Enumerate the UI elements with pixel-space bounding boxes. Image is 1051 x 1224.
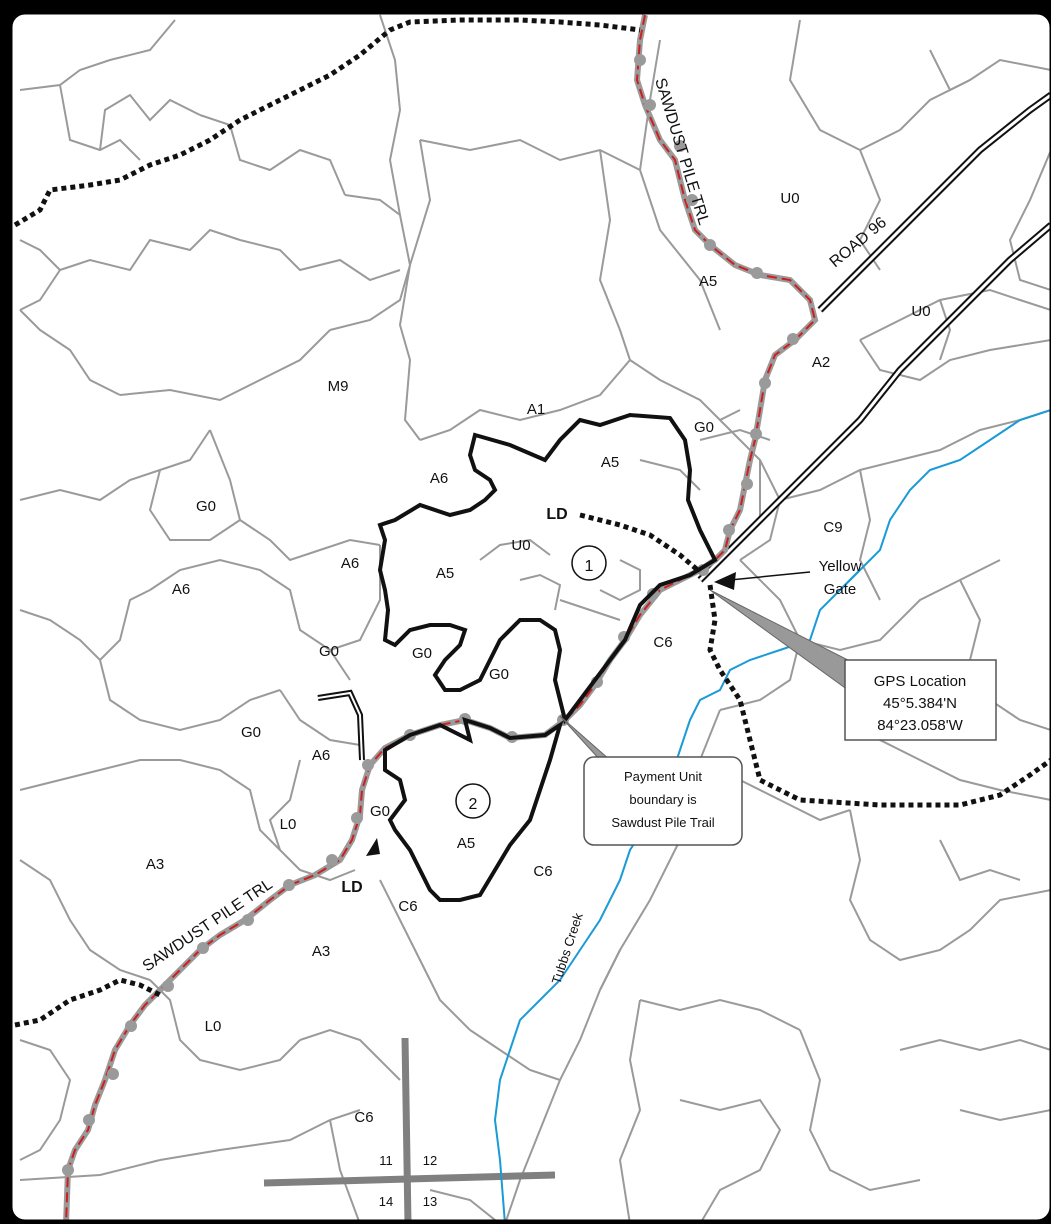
stand-label: A5 [601,454,619,471]
gate-label-line2: Gate [824,581,857,598]
stand-label: G0 [370,803,390,820]
section-label-13: 13 [423,1194,437,1209]
section-lines [263,1037,556,1221]
gate-arrow [714,571,811,590]
stand-label: U0 [911,303,930,320]
stand-label: A3 [146,856,164,873]
payment-callout-box [583,756,743,846]
stand-label: U0 [780,190,799,207]
unit-1-label: 1 [585,558,594,575]
section-label-12: 12 [423,1153,437,1168]
stand-label: C6 [398,898,417,915]
stand-label: C9 [823,519,842,536]
stand-label: M9 [328,378,349,395]
road-96 [317,92,1051,761]
stand-label: G0 [241,724,261,741]
stand-label: G0 [412,645,432,662]
gate-label-line1: Yellow [819,558,862,575]
payment-callout-line3: Sawdust Pile Trail [611,815,714,830]
payment-callout-line2: boundary is [629,792,697,807]
stand-label: G0 [196,498,216,515]
property-line [13,17,1051,1028]
stand-label: U0 [511,537,530,554]
stand-label: A5 [436,565,454,582]
stand-boundaries [19,14,1051,1221]
stand-label: A6 [430,470,448,487]
stand-label: A2 [812,354,830,371]
stand-label: A6 [312,747,330,764]
section-label-14: 14 [379,1194,393,1209]
map-background [11,13,1051,1221]
stand-label: L0 [280,816,297,833]
stand-labels: U0 A5 U0 A2 M9 A1 G0 A5 A6 G0 C9 U0 A6 A… [146,190,931,1126]
callout-pointers [559,589,849,761]
gps-callout-line1: GPS Location [874,673,967,690]
gps-callout-line2: 45°5.384'N [883,695,957,712]
trail-points [62,54,799,1176]
stand-label: C6 [653,634,672,651]
payment-callout-line1: Payment Unit [624,769,702,784]
unit-markers [455,545,607,819]
stand-label: A5 [457,835,475,852]
unit-2-label: 2 [469,796,478,813]
stand-label: G0 [694,419,714,436]
map-border [9,11,1051,1223]
landing-label-1: LD [546,506,567,523]
payment-unit-2-boundary [383,717,564,902]
tubbs-creek-stream [493,409,1051,1221]
stand-label: A1 [527,401,545,418]
stand-label: L0 [205,1018,222,1035]
stand-label: C6 [533,863,552,880]
stand-label: A6 [341,555,359,572]
stand-label: G0 [489,666,509,683]
gps-callout-box [844,659,997,741]
stand-label: G0 [319,643,339,660]
landing-arrow [366,838,380,856]
stand-label: A5 [699,273,717,290]
stand-label: A6 [172,581,190,598]
section-label-11: 11 [379,1153,393,1168]
stand-label: A3 [312,943,330,960]
payment-unit-1-boundary [377,412,718,725]
landing-label-2: LD [341,879,362,896]
stand-label: C6 [354,1109,373,1126]
gps-callout-line3: 84°23.058'W [877,717,963,734]
